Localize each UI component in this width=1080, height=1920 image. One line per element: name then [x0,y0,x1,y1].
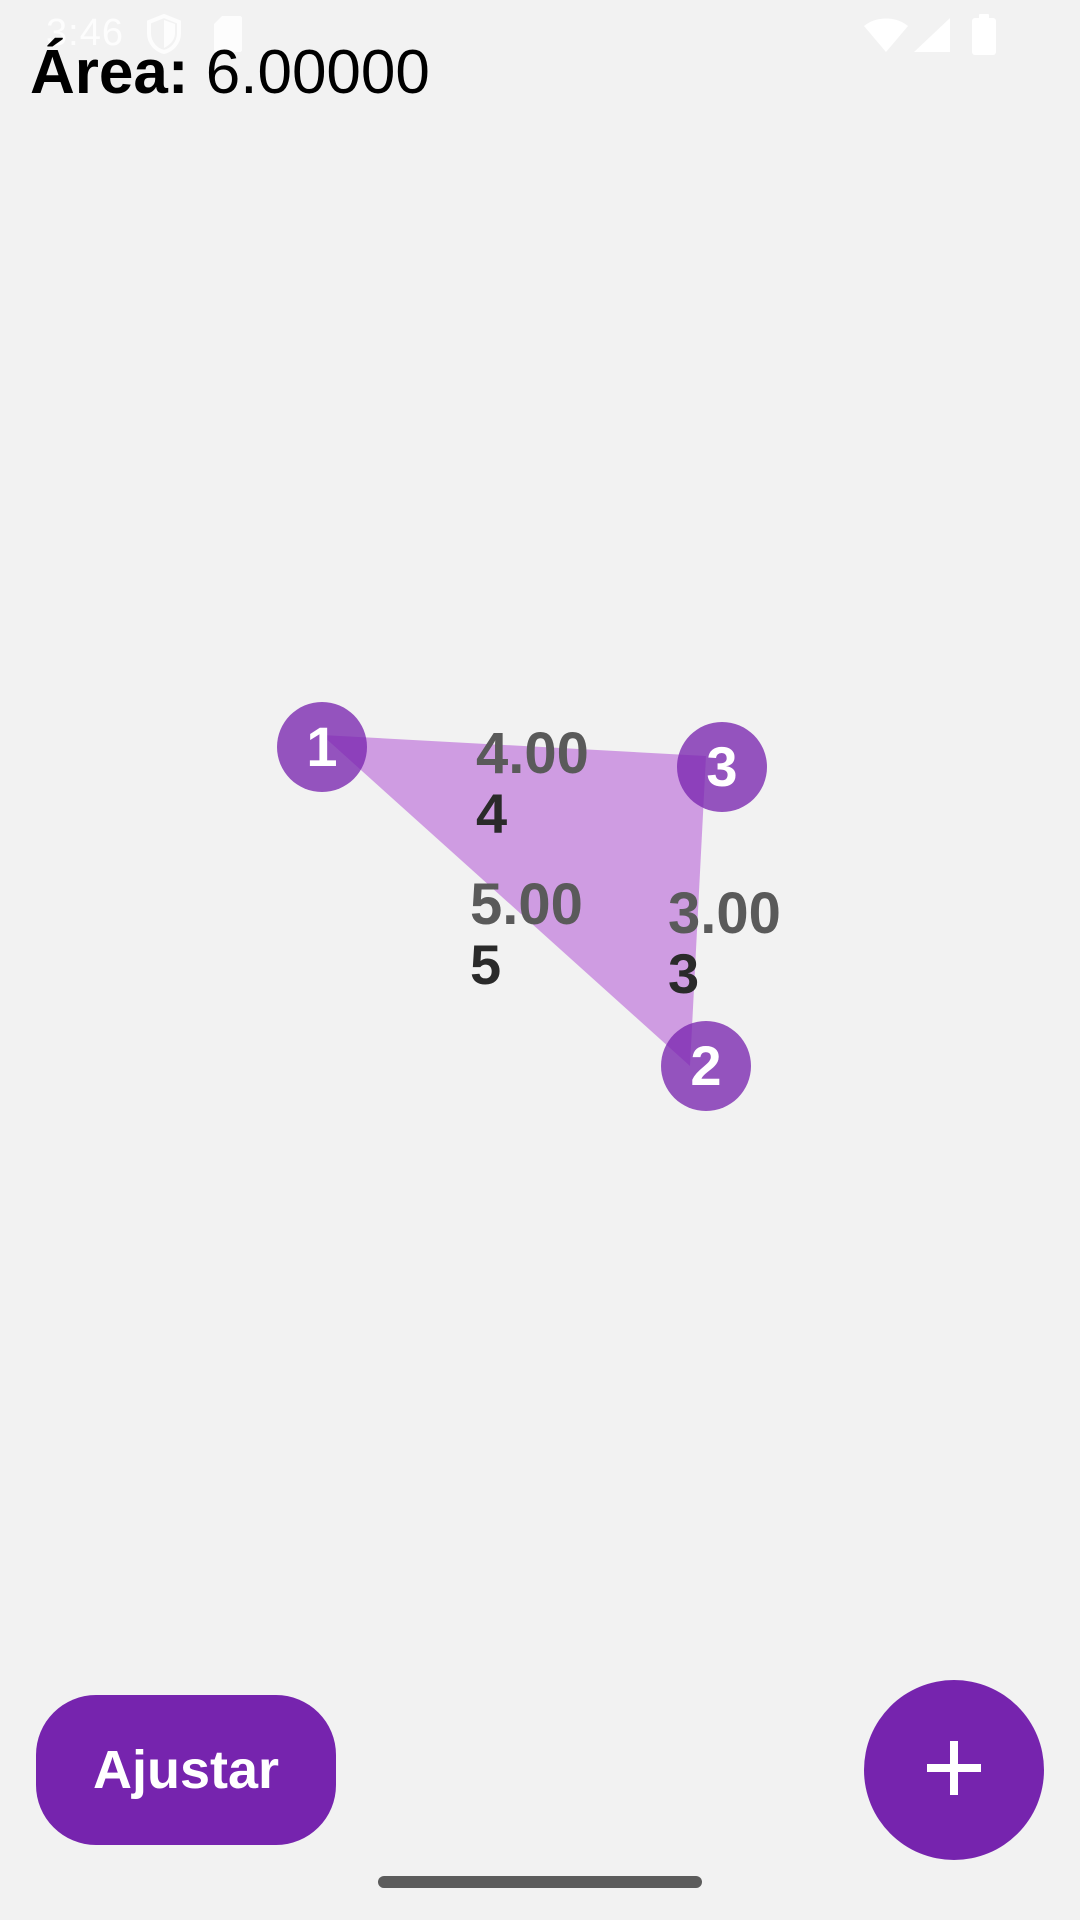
vertex-handle-1[interactable]: 1 [277,702,367,792]
vertex-label: 3 [706,735,738,798]
vertex-handle-3[interactable]: 3 [677,722,767,812]
shield-icon [146,13,182,59]
wifi-icon [862,16,910,59]
side-measured-length: 4.00 [476,721,589,786]
vertex-handle-2[interactable]: 2 [661,1021,751,1111]
home-indicator[interactable] [378,1876,702,1888]
status-bar: 3:46 [0,0,1080,70]
side-rounded-length: 4 [476,782,508,845]
vertex-label: 2 [690,1034,722,1097]
side-rounded-length: 3 [668,942,700,1005]
status-time: 3:46 [46,12,124,54]
polygon-shape [322,735,706,1066]
area-label: Área: [30,38,189,107]
sim-card-icon [212,14,244,59]
side-label-1-2: 5.00 5 [470,875,583,995]
adjust-button-label: Ajustar [92,1740,280,1800]
plus-icon [924,1738,984,1803]
area-title: Área: 6.00000 [30,36,430,110]
signal-icon [912,16,952,59]
adjust-button[interactable]: Ajustar [36,1695,336,1845]
battery-icon [970,14,998,61]
side-rounded-length: 5 [470,933,502,996]
add-vertex-button[interactable] [864,1680,1044,1860]
side-label-2-3: 3.00 3 [668,884,781,1004]
side-measured-length: 3.00 [668,881,781,946]
side-label-1-3: 4.00 4 [476,724,589,844]
vertex-label: 1 [306,715,338,778]
area-value: 6.00000 [205,38,430,107]
side-measured-length: 5.00 [470,872,583,937]
